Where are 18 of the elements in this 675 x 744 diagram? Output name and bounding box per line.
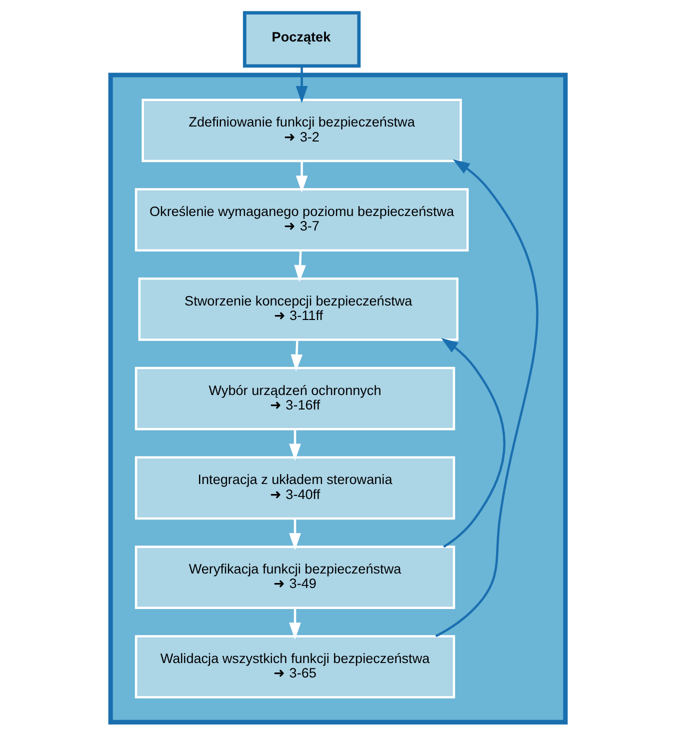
node-box: Początek [242,11,360,68]
node-box: Walidacja wszystkich funkcji bezpieczeństwa ➜ 3-65 [134,635,455,698]
node-box: Wybór urządzeń ochronnych ➜ 3-16ff [134,366,455,430]
arrow [288,608,300,640]
arrow [288,518,300,550]
arrow [288,429,300,461]
node-box: Zdefiniowanie funkcji bezpieczeństwa ➜ 3-2 [141,98,462,162]
node-box: Określenie wymaganego poziomu bezpieczeństwa ➜ 3-7 [134,188,468,252]
arrow [440,338,506,548]
arrow [434,159,538,638]
arrow [290,340,302,372]
arrow [294,250,306,282]
arrow [295,66,308,104]
arrow [295,161,308,193]
node-box: Stworzenie koncepcji bezpieczeństwa ➜ 3-11ff [138,278,458,341]
node-box: Weryfikacja funkcji bezpieczeństwa ➜ 3-49 [134,546,455,610]
node-box: Integracja z układem sterowania ➜ 3-40ff [134,456,455,520]
cluster [108,72,568,724]
